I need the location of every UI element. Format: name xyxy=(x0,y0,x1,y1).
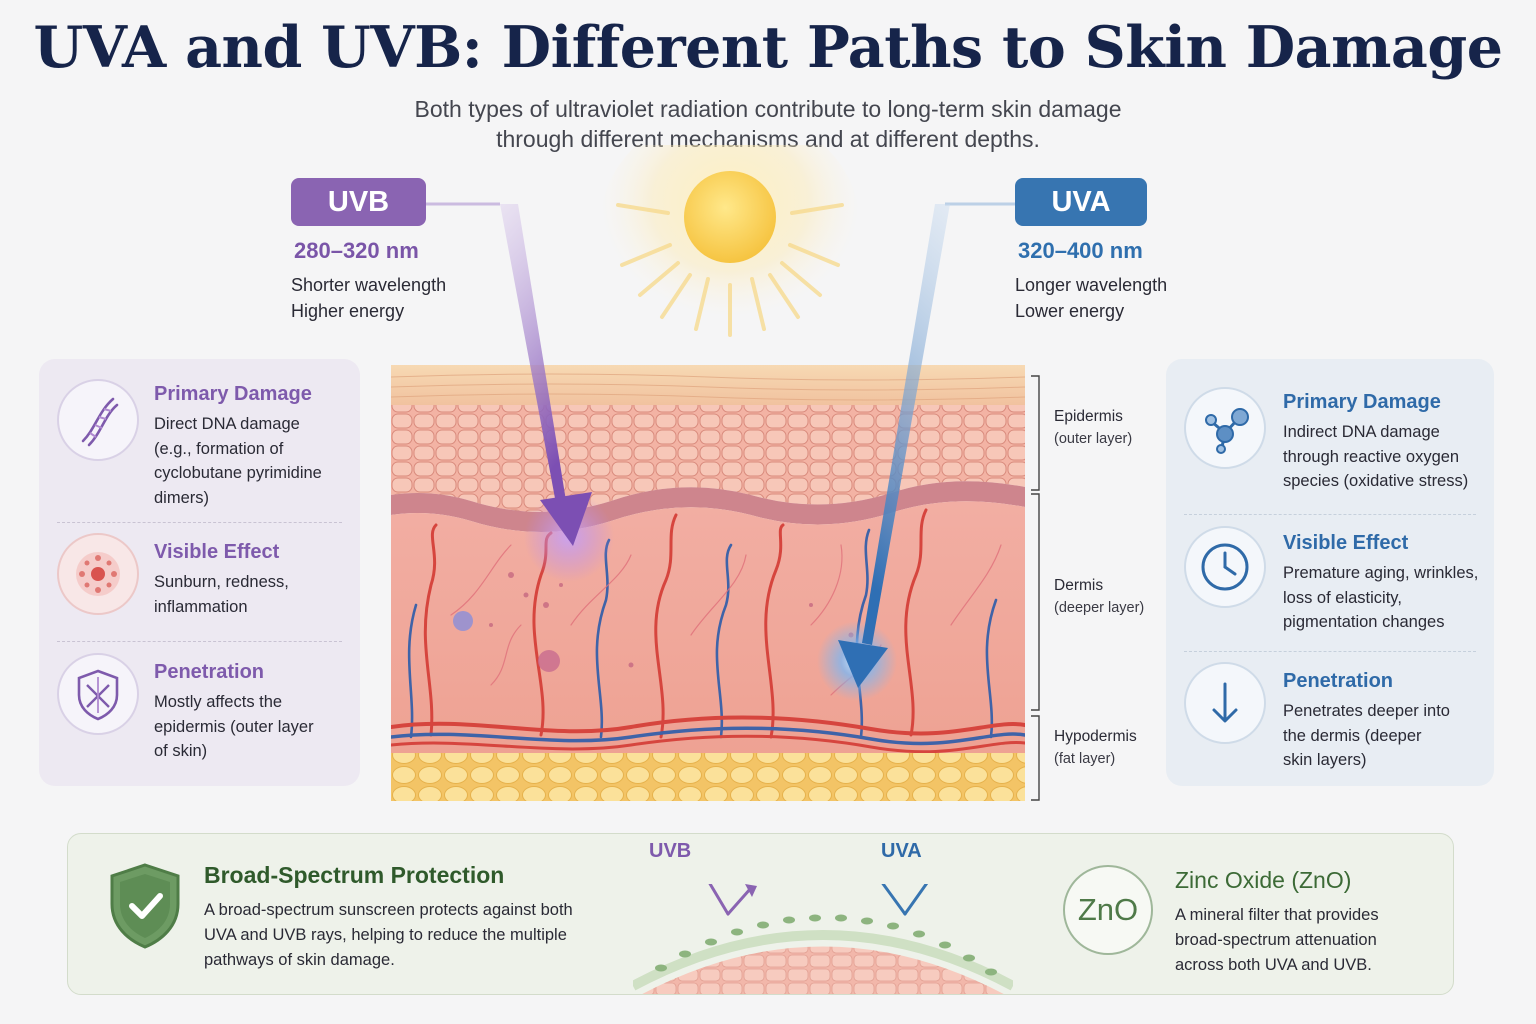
layer-brackets xyxy=(1031,375,1040,801)
uva-item-2-line-2: loss of elasticity, xyxy=(1283,588,1402,607)
uvb-item-2-line-1: Sunburn, redness, xyxy=(154,573,289,591)
uvb-wavelength: Shorter wavelength xyxy=(291,275,447,295)
uva-item-2-line-1: Premature aging, wrinkles, xyxy=(1283,564,1479,582)
zno-title: Zinc Oxide (ZnO) xyxy=(1175,867,1352,893)
uvb-item-3-line-2: epidermis (outer layer xyxy=(154,717,314,736)
uva-item-1-line-3: species (oxidative stress) xyxy=(1283,472,1469,490)
uvb-item-1-line-4: dimers) xyxy=(154,488,210,507)
uvb-energy: Higher energy xyxy=(291,301,405,321)
layer-epidermis-sub: (outer layer) xyxy=(1054,431,1133,447)
arrow-down-icon xyxy=(1184,662,1266,744)
uva-range: 320–400 nm xyxy=(1018,238,1143,263)
uva-item-2-head: Visible Effect xyxy=(1283,532,1409,554)
uvb-item-1-line-2: (e.g., formation of xyxy=(154,439,284,458)
uvb-item-3-head: Penetration xyxy=(154,661,265,683)
layer-hypodermis-sub: (fat layer) xyxy=(1054,751,1116,767)
uva-item-3-line-3: skin layers) xyxy=(1283,751,1367,769)
shield-cross-icon xyxy=(57,653,139,735)
uva-effects-panel: Primary Damage Indirect DNA damage throu… xyxy=(1166,359,1494,786)
dna-icon xyxy=(57,379,139,461)
subtitle-line-1: Both types of ultraviolet radiation cont… xyxy=(414,96,1122,122)
uvb-item-3-line-1: Mostly affects the xyxy=(154,693,283,711)
divider xyxy=(57,641,342,642)
uva-badge: UVA xyxy=(1015,178,1147,226)
molecule-icon xyxy=(1184,387,1266,469)
protection-line-1: A broad-spectrum sunscreen protects agai… xyxy=(204,901,573,919)
layer-dermis-sub: (deeper layer) xyxy=(1054,600,1145,616)
uva-description: Longer wavelength Lower energy xyxy=(1015,272,1167,324)
uvb-item-1-line-1: Direct DNA damage xyxy=(154,415,300,433)
protection-title: Broad-Spectrum Protection xyxy=(204,862,505,888)
protection-panel: Broad-Spectrum Protection A broad-spectr… xyxy=(67,833,1454,995)
layer-hypodermis: Hypodermis (fat layer) xyxy=(1054,725,1137,771)
protection-body: A broad-spectrum sunscreen protects agai… xyxy=(204,898,624,973)
divider xyxy=(1184,514,1476,515)
uvb-badge: UVB xyxy=(291,178,426,226)
protection-uvb-label: UVB xyxy=(649,840,692,862)
uva-item-1-head: Primary Damage xyxy=(1283,391,1441,413)
zno-badge: ZnO xyxy=(1063,865,1153,955)
uva-wavelength: Longer wavelength xyxy=(1015,275,1168,295)
layer-epidermis-name: Epidermis xyxy=(1054,408,1123,425)
layer-hypodermis-name: Hypodermis xyxy=(1054,728,1137,745)
uvb-description: Shorter wavelength Higher energy xyxy=(291,272,446,324)
uva-item-3-line-1: Penetrates deeper into xyxy=(1283,702,1450,720)
inflammation-icon xyxy=(57,533,139,615)
uvb-effects-panel: Primary Damage Direct DNA damage (e.g., … xyxy=(39,359,360,786)
clock-icon xyxy=(1184,526,1266,608)
divider xyxy=(57,522,342,523)
zno-line-1: A mineral filter that provides xyxy=(1175,906,1379,924)
skin-cross-section xyxy=(391,365,1025,801)
shield-check-icon xyxy=(110,863,180,949)
uva-item-3-line-2: the dermis (deeper xyxy=(1283,726,1422,745)
page-title: UVA and UVB: Different Paths to Skin Dam… xyxy=(33,14,1503,81)
protection-uva-label: UVA xyxy=(881,840,922,862)
protection-line-3: pathways of skin damage. xyxy=(204,951,395,969)
uva-item-1-line-2: through reactive oxygen xyxy=(1283,447,1460,466)
protection-line-2: UVA and UVB rays, helping to reduce the … xyxy=(204,926,567,944)
page-subtitle: Both types of ultraviolet radiation cont… xyxy=(0,94,1536,154)
sunscreen-skin-illustration xyxy=(633,884,1013,994)
uvb-item-2-head: Visible Effect xyxy=(154,541,280,563)
uva-item-3-head: Penetration xyxy=(1283,670,1394,692)
uvb-item-1-line-3: cyclobutane pyrimidine xyxy=(154,464,322,482)
uvb-range: 280–320 nm xyxy=(294,238,419,263)
layer-epidermis: Epidermis (outer layer) xyxy=(1054,405,1132,451)
uvb-item-2-line-2: inflammation xyxy=(154,597,248,616)
layer-dermis-name: Dermis xyxy=(1054,577,1104,594)
uva-energy: Lower energy xyxy=(1015,301,1125,321)
zno-body: A mineral filter that provides broad-spe… xyxy=(1175,903,1435,978)
sun-icon xyxy=(600,145,860,340)
uva-item-2-line-3: pigmentation changes xyxy=(1283,613,1445,631)
uvb-item-3-line-3: of skin) xyxy=(154,742,208,760)
zno-line-3: across both UVA and UVB. xyxy=(1175,956,1372,974)
uva-item-1-line-1: Indirect DNA damage xyxy=(1283,423,1440,441)
uvb-item-1-head: Primary Damage xyxy=(154,383,312,405)
divider xyxy=(1184,651,1476,652)
layer-dermis: Dermis (deeper layer) xyxy=(1054,574,1144,620)
zno-line-2: broad-spectrum attenuation xyxy=(1175,931,1377,949)
